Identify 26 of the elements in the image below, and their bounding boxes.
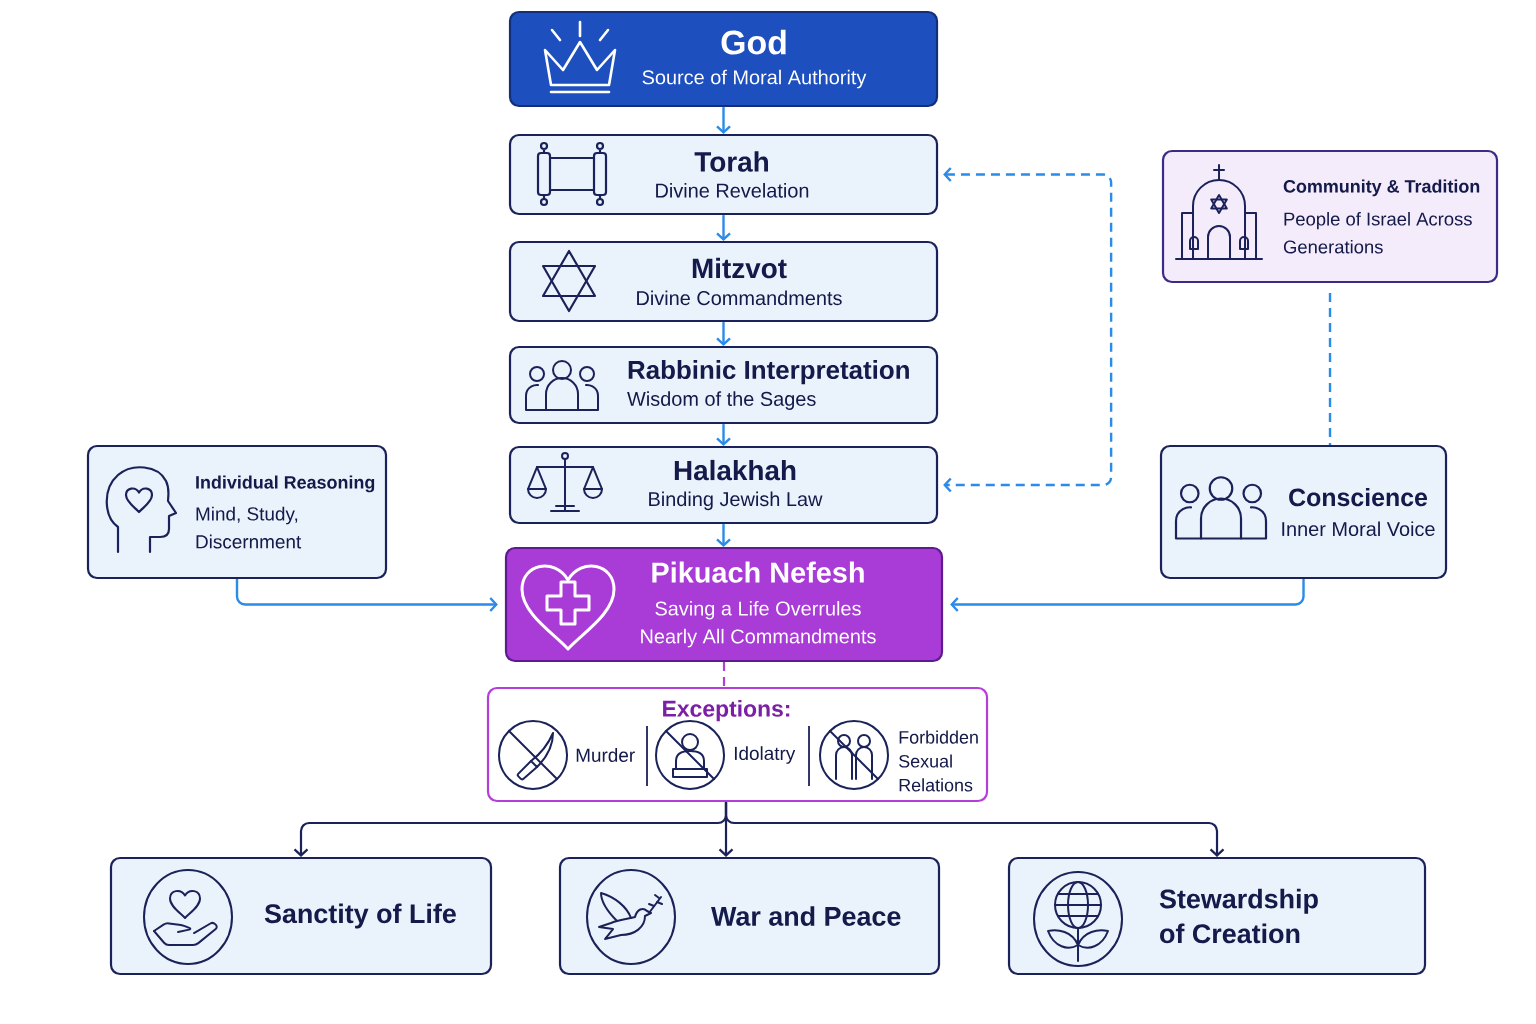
arrow (724, 802, 1225, 857)
arrow (235, 579, 498, 612)
topic-box: Sanctity of Life (109, 856, 493, 976)
arrow (950, 579, 1305, 612)
topic-box: War and Peace (558, 856, 941, 976)
arrow (716, 107, 731, 134)
process-box: Rabbinic Interpretation Wisdom of the Sages (508, 345, 939, 425)
process-box: Mitzvot Divine Commandments (508, 240, 939, 323)
source-box: God Source of Moral Authority (508, 10, 939, 108)
arrow (716, 322, 731, 346)
arrow (716, 524, 731, 547)
side-box: Conscience Inner Moral Voice (1159, 444, 1448, 580)
process-box: Halakhah Binding Jewish Law (508, 445, 939, 525)
side-box: Individual Reasoning Mind, Study, Discernment (86, 444, 388, 580)
dashed-connector-line (1328, 293, 1332, 445)
dashed-connector-line (722, 662, 726, 687)
exception-label: Idolatry (734, 746, 796, 764)
dashed-double-arrow (943, 167, 1113, 493)
process-box: Torah Divine Revelation (508, 133, 939, 216)
exception-label: Forbidden Sexual Relations (899, 730, 978, 792)
topic-box: Stewardship of Creation (1007, 856, 1427, 976)
exception-label: Murder (576, 748, 635, 762)
highlight-box: Pikuach Nefesh Saving a Life Overrules Nearly All Commandments (504, 546, 944, 663)
arrow (716, 215, 731, 241)
side-box: Community & Tradition People of Israel Across Generations (1161, 149, 1499, 284)
arrow (716, 424, 731, 446)
